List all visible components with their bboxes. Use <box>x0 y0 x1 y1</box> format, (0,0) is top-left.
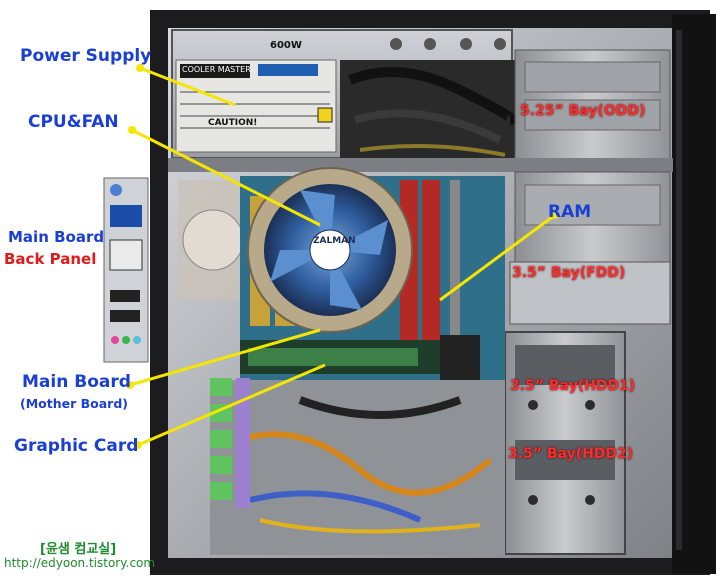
psu-wattage: 600W <box>270 40 302 51</box>
pointer-ram <box>439 213 556 302</box>
label-power-supply: Power Supply <box>20 46 152 66</box>
back-panel-image <box>103 177 149 363</box>
label-main-board: Main Board <box>22 372 131 392</box>
label-cpu-fan: CPU&FAN <box>28 112 119 132</box>
label-bay-odd: 5.25” Bay(ODD) <box>520 103 646 119</box>
rear-case-fan <box>178 180 248 300</box>
label-mother-board: (Mother Board) <box>20 396 128 411</box>
psu-cables <box>340 60 517 158</box>
expansion-slot-covers <box>210 378 250 508</box>
label-ram: RAM <box>548 202 592 222</box>
label-bay-hdd2: 3.5” Bay(HDD2) <box>508 446 634 462</box>
pointer-lines <box>129 66 556 447</box>
footer-url[interactable]: http://edyoon.tistory.com <box>4 556 156 570</box>
label-main-board-back-panel-line2: Back Panel <box>4 250 97 268</box>
bay-fdd <box>509 171 671 325</box>
cpu-fan-brand: ZALMAN <box>313 236 356 246</box>
psu-brand: COOLER MASTER <box>182 65 251 74</box>
label-graphic-card: Graphic Card <box>14 436 139 456</box>
label-main-board-back-panel-line1: Main Board <box>8 228 105 246</box>
pointer-power-supply <box>139 66 236 107</box>
hdd-cage <box>504 331 626 555</box>
pointer-main-board <box>129 328 321 387</box>
bay-525 <box>514 49 671 161</box>
pointer-graphic-card <box>137 363 326 447</box>
footer-title: [윤샘 컴교실] <box>40 542 117 557</box>
pointer-dots <box>126 64 559 449</box>
pointer-cpu-fan <box>131 128 321 227</box>
cpu-fan <box>247 167 413 333</box>
lower-cables <box>210 380 505 555</box>
label-bay-fdd: 3.5” Bay(FDD) <box>512 265 626 281</box>
psu-caution: CAUTION! <box>208 118 258 128</box>
graphic-card <box>240 335 480 383</box>
label-bay-hdd1: 3.5” Bay(HDD1) <box>510 378 636 394</box>
